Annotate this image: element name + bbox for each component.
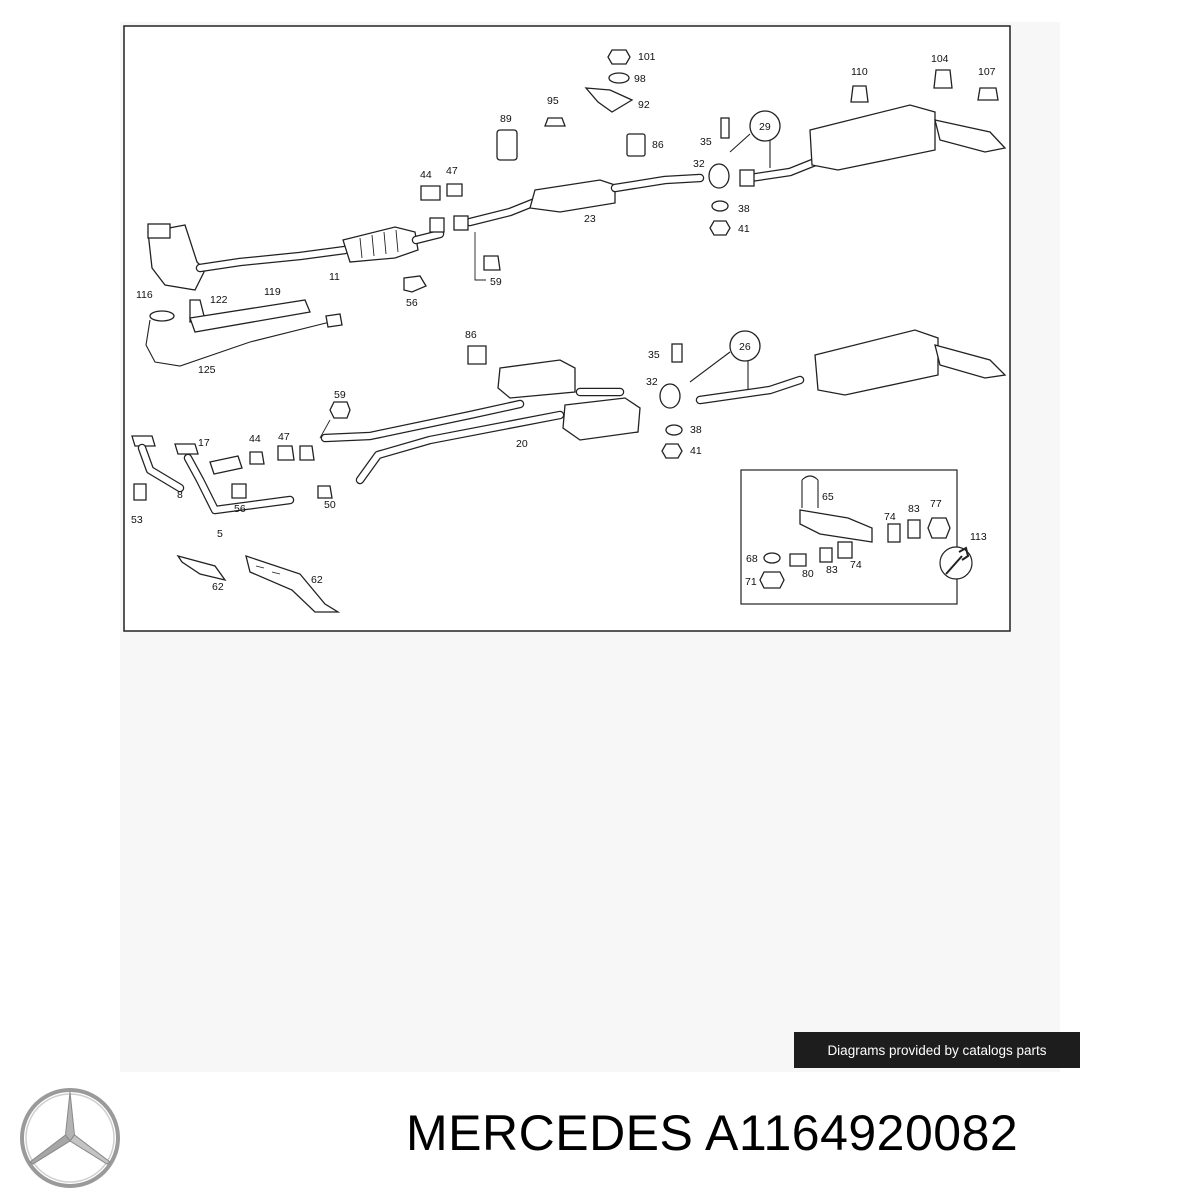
callout-44: 44 xyxy=(420,169,432,181)
callout-20: 20 xyxy=(516,438,528,450)
callout-47-lower: 47 xyxy=(278,431,290,443)
callout-26: 26 xyxy=(739,341,751,353)
callout-71: 71 xyxy=(745,576,757,588)
callout-110: 110 xyxy=(851,66,868,78)
callout-53: 53 xyxy=(131,514,143,526)
callout-98: 98 xyxy=(634,73,646,85)
callout-62-left: 62 xyxy=(212,581,224,593)
callout-38: 38 xyxy=(738,203,750,215)
callout-113: 113 xyxy=(970,531,987,543)
callout-107: 107 xyxy=(978,66,996,78)
nut-101 xyxy=(607,49,631,65)
lower-exhaust-assembly xyxy=(131,329,1007,613)
mounting-hardware-inset xyxy=(740,469,973,605)
callout-8: 8 xyxy=(177,489,183,501)
upper-exhaust-assembly xyxy=(145,49,1007,367)
callout-35-lower: 35 xyxy=(648,349,660,361)
callout-101: 101 xyxy=(638,51,656,63)
callout-68: 68 xyxy=(746,553,758,565)
callout-74: 74 xyxy=(884,511,896,523)
callout-74-lower: 74 xyxy=(850,559,862,571)
callout-86-lower: 86 xyxy=(465,329,477,341)
callout-29: 29 xyxy=(759,121,771,133)
callout-50: 50 xyxy=(324,499,336,511)
callout-41: 41 xyxy=(738,223,750,235)
callout-labels: 101 98 92 95 89 86 35 32 29 110 104 107 … xyxy=(131,51,996,593)
callout-23: 23 xyxy=(584,213,596,225)
callout-92: 92 xyxy=(638,99,650,111)
callout-17: 17 xyxy=(198,437,210,449)
callout-41-lower: 41 xyxy=(690,445,702,457)
callout-44-lower: 44 xyxy=(249,433,261,445)
callout-89: 89 xyxy=(500,113,512,125)
callout-59-lower: 59 xyxy=(334,389,346,401)
credit-badge: Diagrams provided by catalogs parts xyxy=(794,1032,1080,1068)
callout-80: 80 xyxy=(802,568,814,580)
callout-125: 125 xyxy=(198,364,216,376)
callout-47: 47 xyxy=(446,165,458,177)
part-title: MERCEDES A1164920082 xyxy=(406,1105,1019,1161)
callout-32: 32 xyxy=(693,158,705,170)
callout-83: 83 xyxy=(908,503,920,515)
callout-62-right: 62 xyxy=(311,574,323,586)
callout-5: 5 xyxy=(217,528,223,540)
callout-32-lower: 32 xyxy=(646,376,658,388)
callout-56-lower: 56 xyxy=(234,503,246,515)
mercedes-star-icon xyxy=(20,1088,120,1188)
callout-95: 95 xyxy=(547,95,559,107)
callout-83-lower: 83 xyxy=(826,564,838,576)
callout-11: 11 xyxy=(329,271,340,283)
callout-122: 122 xyxy=(210,294,228,306)
callout-86: 86 xyxy=(652,139,664,151)
callout-35: 35 xyxy=(700,136,712,148)
callout-65: 65 xyxy=(822,491,834,503)
callout-104: 104 xyxy=(931,53,949,65)
callout-38-lower: 38 xyxy=(690,424,702,436)
callout-56: 56 xyxy=(406,297,418,309)
callout-77: 77 xyxy=(930,498,942,510)
callout-116: 116 xyxy=(136,289,153,301)
callout-119: 119 xyxy=(264,286,281,298)
callout-59: 59 xyxy=(490,276,502,288)
